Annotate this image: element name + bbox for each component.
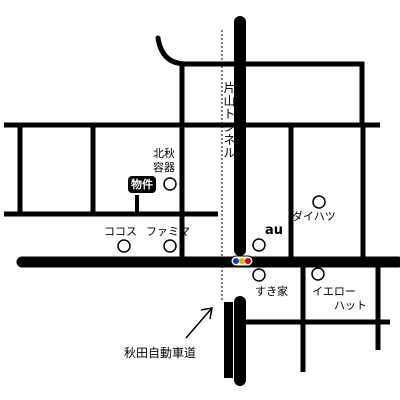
traffic-signal-icon [230, 255, 254, 267]
yellowhat-landmark-circle-icon [311, 267, 325, 281]
au-landmark-circle-icon [252, 238, 266, 252]
yellowhat-label-1: イエロー [312, 285, 356, 298]
tunnel-lower [224, 302, 233, 378]
cocos-label: ココス [104, 225, 137, 238]
property-badge: 物件 [128, 176, 156, 193]
cocos-landmark-circle-icon [117, 239, 131, 253]
expressway-label: 秋田自動車道 [124, 346, 197, 360]
familymart-label: ファミマ [146, 225, 190, 238]
familymart-landmark-circle-icon [163, 239, 177, 253]
au-label: au [265, 223, 284, 238]
kita-aki-label-2: 容器 [153, 161, 175, 174]
sukiya-landmark-circle-icon [252, 268, 266, 282]
sukiya-label: すき家 [255, 285, 288, 298]
arrow-icon [185, 307, 213, 339]
yellowhat-label-2: ハット [334, 299, 367, 312]
kita-aki-landmark-circle-icon [163, 177, 177, 191]
daihatsu-landmark-circle-icon [312, 195, 326, 209]
daihatsu-label: ダイハツ [292, 210, 336, 223]
upper-curve-road [155, 35, 365, 127]
kita-aki-label-1: 北秋 [153, 147, 175, 160]
tunnel-label: 片山トンネル [223, 81, 236, 160]
